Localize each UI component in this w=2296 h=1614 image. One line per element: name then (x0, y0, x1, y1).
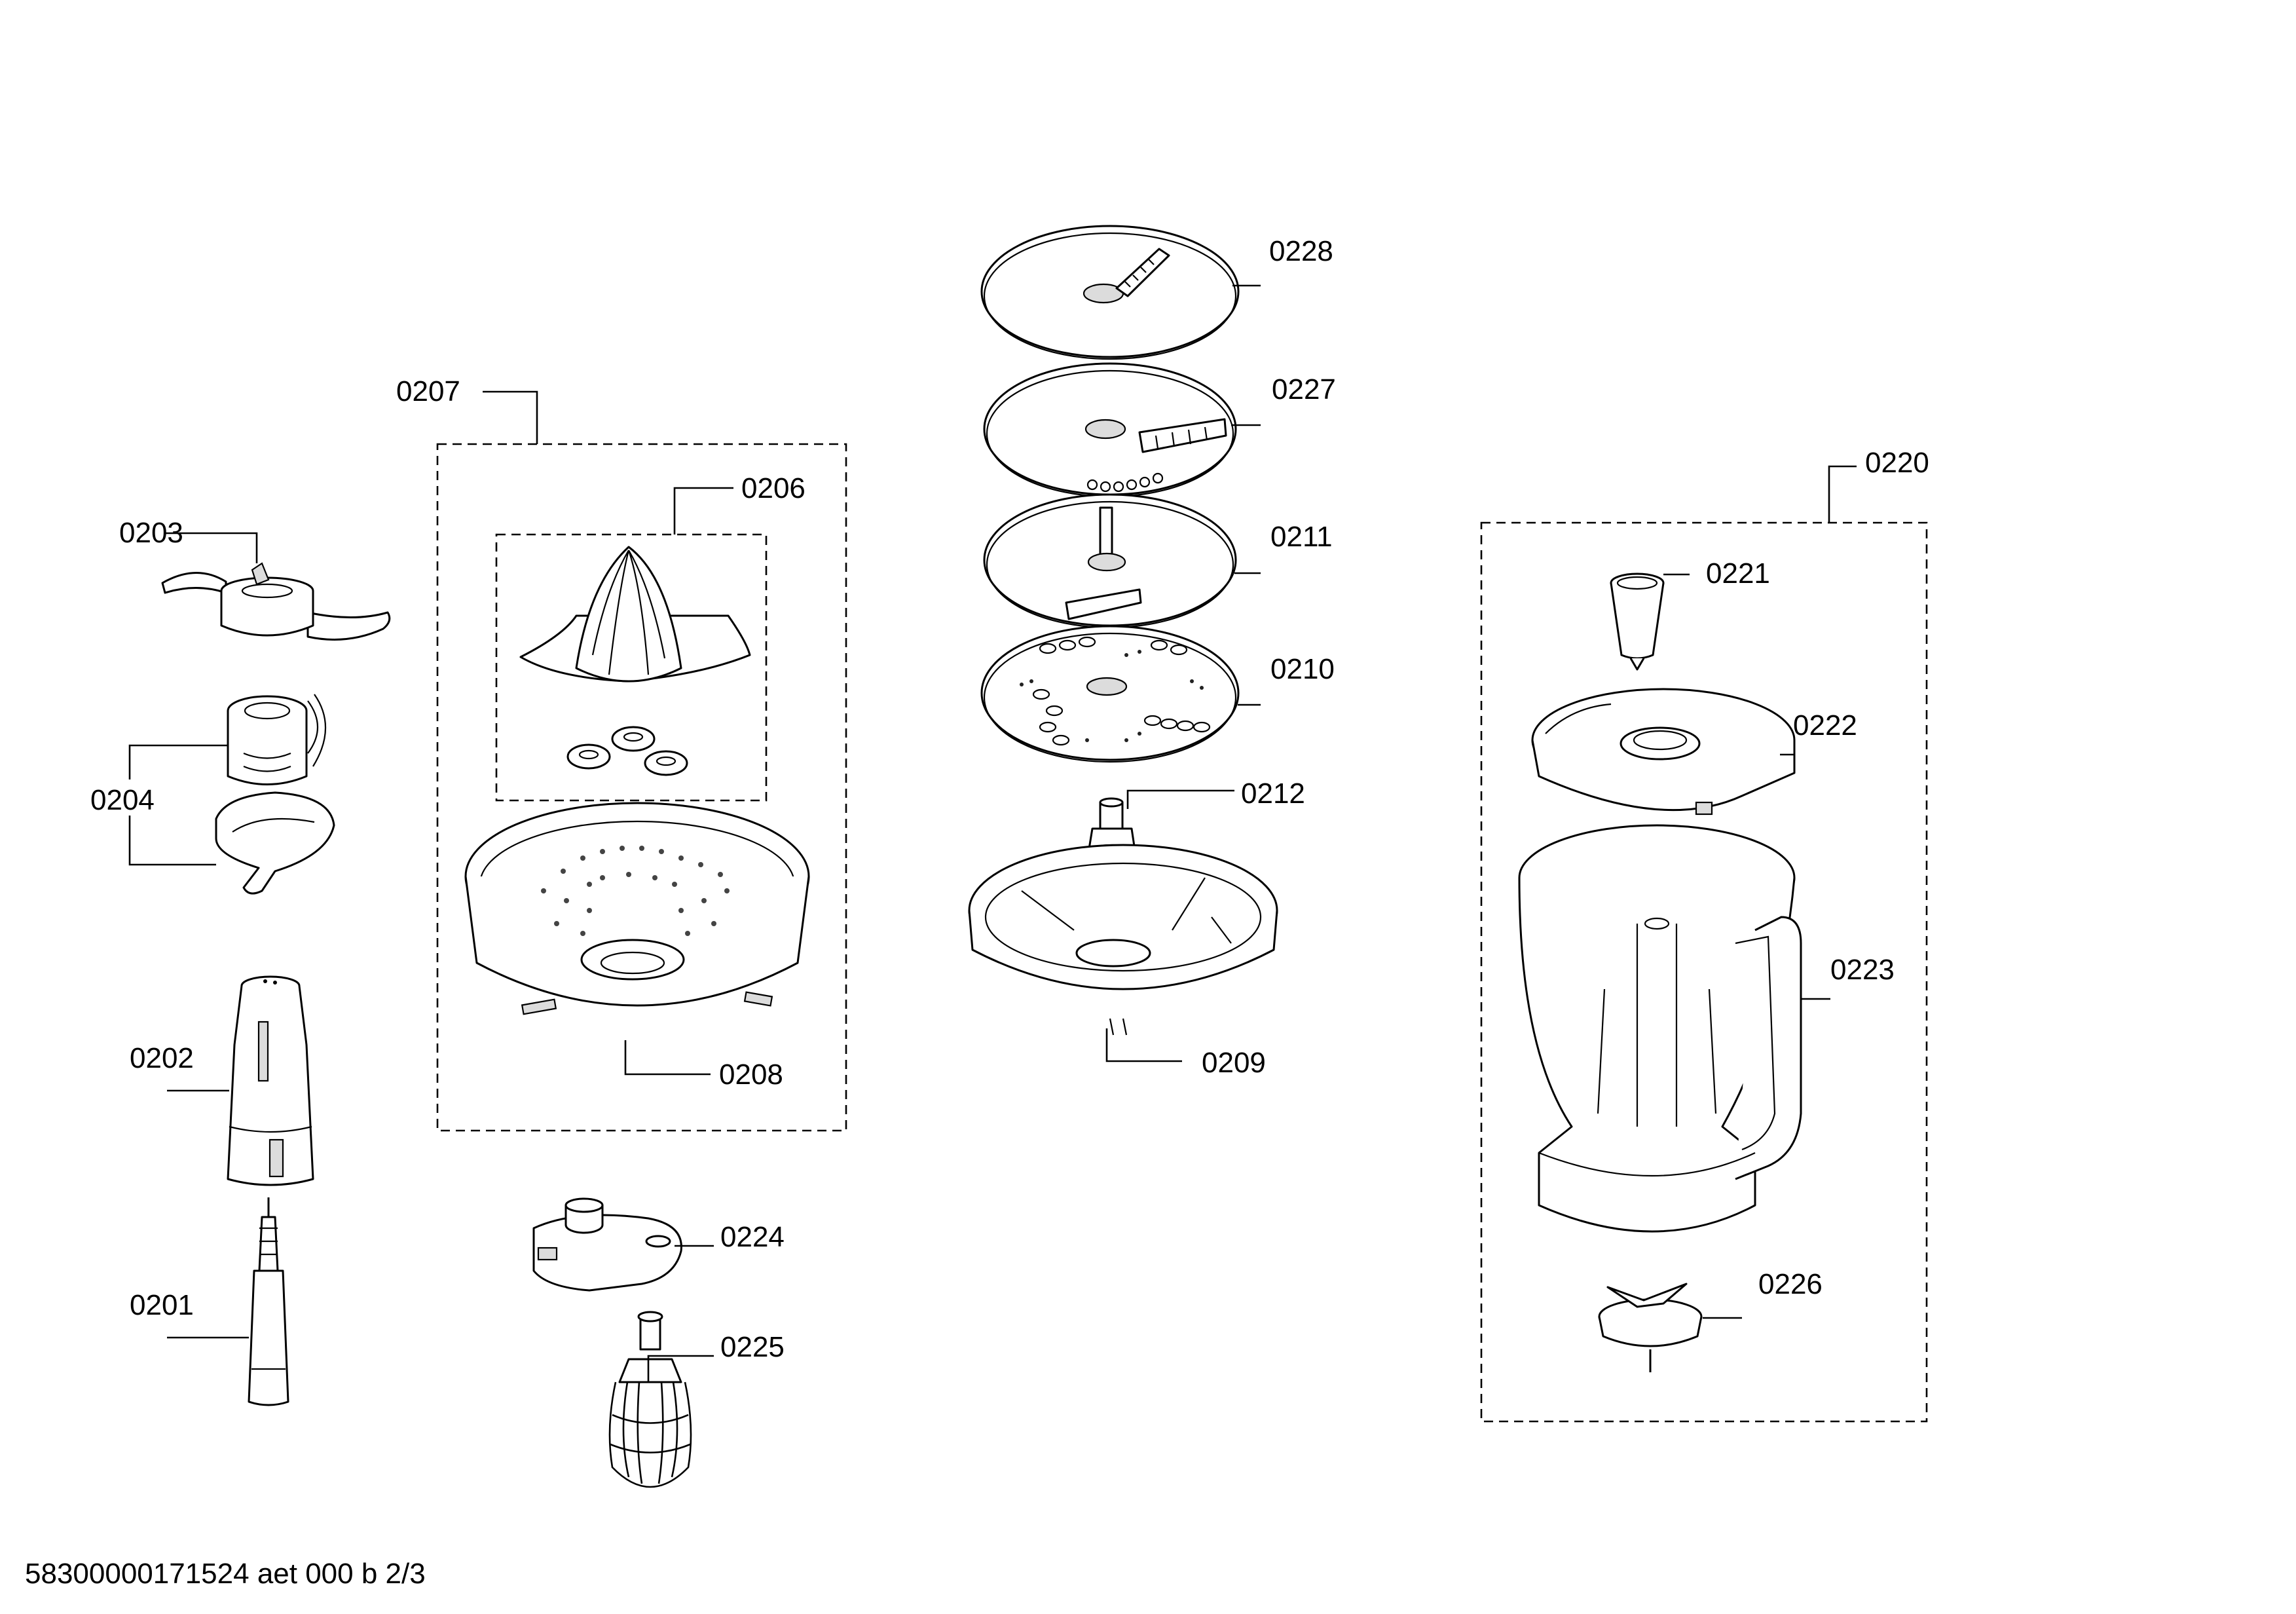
part-0222-jug-lid (1531, 688, 1796, 816)
label-0220: 0220 (1865, 447, 1929, 479)
part-0228-disc (980, 225, 1240, 360)
group-frame-0206 (495, 533, 768, 802)
label-0226: 0226 (1758, 1268, 1823, 1300)
label-0208: 0208 (719, 1059, 783, 1091)
label-0210: 0210 (1270, 653, 1335, 685)
sieve-holes (541, 846, 730, 936)
label-0228: 0228 (1269, 235, 1333, 267)
part-0226-blade-assembly (1598, 1283, 1703, 1372)
part-0224-whisk-gearbox (532, 1197, 682, 1292)
label-0227: 0227 (1272, 373, 1336, 405)
label-0211: 0211 (1270, 521, 1333, 553)
part-0210-grating-disc (980, 625, 1240, 763)
part-0204-kneading-tool (215, 694, 335, 895)
label-0222: 0222 (1793, 709, 1857, 741)
part-0221-measuring-cup (1610, 572, 1665, 671)
label-0225: 0225 (720, 1331, 785, 1363)
label-0204: 0204 (90, 784, 155, 816)
label-0201: 0201 (130, 1289, 194, 1321)
label-0224: 0224 (720, 1221, 785, 1253)
part-0203-chopper-blade (161, 562, 391, 641)
label-0212: 0212 (1241, 778, 1305, 810)
group-frame-0207 (436, 443, 847, 1132)
part-0211-disc (983, 493, 1237, 629)
group-frame-0220 (1480, 521, 1928, 1423)
leader-lines (128, 284, 1857, 1382)
part-0223-blender-jug (1518, 824, 1802, 1233)
part-0201-drive-shaft (248, 1197, 289, 1406)
label-0206: 0206 (741, 472, 805, 504)
label-0221: 0221 (1706, 557, 1770, 590)
part-0208-sieve-bowl (464, 802, 810, 1015)
document-id: 58300000171524 aet 000 b 2/3 (25, 1558, 426, 1590)
label-0223: 0223 (1830, 954, 1895, 986)
part-0202-shaft-housing (227, 975, 314, 1186)
label-0209: 0209 (1202, 1047, 1266, 1079)
part-0206-juicer-cone (519, 546, 751, 776)
callout-labels: 0207 0206 0203 0204 0202 0201 0208 0224 … (90, 235, 1929, 1363)
label-0203: 0203 (119, 517, 183, 549)
part-0227-disc (983, 362, 1237, 498)
part-0225-balloon-whisk (608, 1311, 692, 1488)
part-0209-disc-holder (968, 844, 1278, 1036)
label-0207: 0207 (396, 375, 460, 407)
label-0202: 0202 (130, 1042, 194, 1074)
